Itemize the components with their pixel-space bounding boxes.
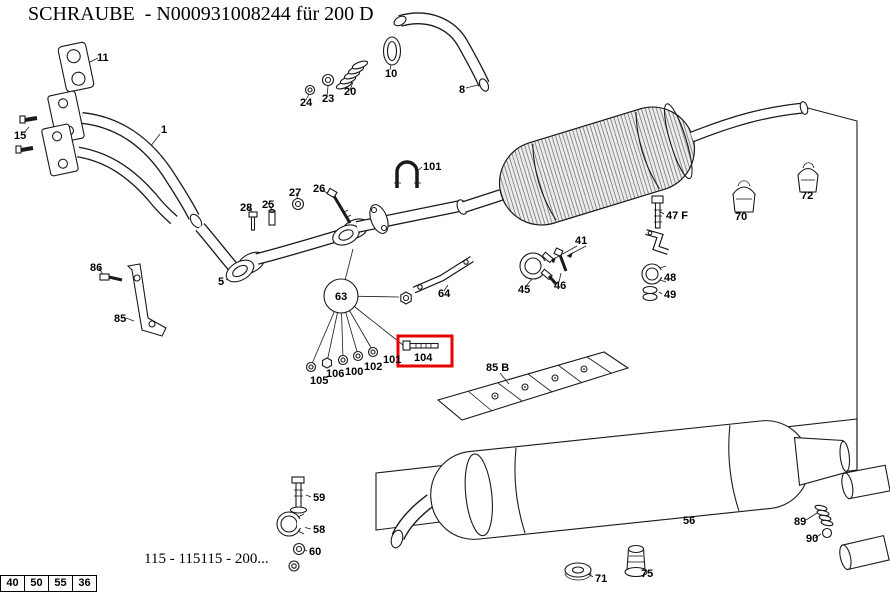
washer-24 [304, 84, 316, 96]
clamp-45 [519, 251, 558, 285]
rear-muffler-56 [390, 420, 851, 549]
part-label-58[interactable]: 58 [313, 524, 325, 536]
part-label-8[interactable]: 8 [459, 84, 465, 96]
screw-104 [402, 340, 439, 351]
group-cell-3: 55 [48, 575, 73, 592]
part-label-106[interactable]: 106 [326, 368, 344, 380]
part-label-75[interactable]: 75 [641, 568, 653, 580]
ring-10 [382, 36, 402, 66]
part-label-47F[interactable]: 47 F [666, 210, 688, 222]
part-label-23[interactable]: 23 [322, 93, 334, 105]
center-muffler [462, 101, 809, 226]
bolt-28 [248, 211, 258, 231]
washer-102 [352, 350, 364, 362]
washer-100 [337, 354, 349, 366]
part-label-71[interactable]: 71 [595, 573, 607, 585]
part-label-60[interactable]: 60 [309, 546, 321, 558]
bracket-85 [126, 263, 167, 337]
part-label-100[interactable]: 100 [345, 366, 363, 378]
washer-23 [321, 73, 335, 87]
nut-61 [400, 291, 412, 305]
part-label-63[interactable]: 63 [335, 291, 347, 303]
part-label-86[interactable]: 86 [90, 262, 102, 274]
front-pipe-1 [41, 90, 203, 229]
part-label-89[interactable]: 89 [794, 516, 806, 528]
part-label-72[interactable]: 72 [801, 190, 813, 202]
part-label-105[interactable]: 105 [310, 375, 328, 387]
bracket-strap [645, 229, 669, 255]
part-label-28[interactable]: 28 [240, 202, 252, 214]
nut-106 [321, 357, 333, 369]
spacer-25 [268, 208, 276, 226]
tail-pipe-section-2 [839, 534, 890, 571]
rubber-mount-72 [797, 162, 819, 193]
bolt-26 [326, 187, 352, 224]
group-number-table: 40 50 55 36 [0, 575, 97, 592]
part-label-102[interactable]: 102 [364, 361, 382, 373]
washer-105 [305, 361, 317, 373]
part-label-85[interactable]: 85 [114, 313, 126, 325]
washer-27 [291, 197, 305, 211]
tail-pipe-section-1 [841, 464, 890, 500]
part-label-46[interactable]: 46 [554, 280, 566, 292]
heat-shield-85b [436, 351, 630, 421]
curved-pipe-8 [393, 12, 490, 92]
part-label-49[interactable]: 49 [664, 289, 676, 301]
bolt-47f [651, 195, 664, 229]
part-label-20[interactable]: 20 [344, 86, 356, 98]
part-label-104[interactable]: 104 [414, 352, 433, 364]
ring-60 [288, 542, 306, 572]
balloon-63-lines [310, 248, 404, 367]
studs-15 [15, 115, 38, 154]
spring-20 [335, 60, 369, 90]
spring-89 [814, 504, 834, 527]
part-label-26[interactable]: 26 [313, 183, 325, 195]
part-label-45[interactable]: 45 [518, 284, 530, 296]
part-label-101[interactable]: 101 [383, 354, 401, 366]
page-title: SCHRAUBE - N000931008244 für 200 D [28, 3, 374, 25]
leader-lines [23, 57, 822, 578]
bracket-64 [412, 256, 474, 294]
buffer-75 [624, 544, 648, 578]
model-code: 115 - 115115 - 200... [144, 551, 269, 567]
part-label-10[interactable]: 10 [385, 68, 397, 80]
clamp-48 [641, 263, 667, 285]
bolt-59 [289, 476, 308, 514]
u-bolt-101 [394, 160, 421, 188]
balloon-63 [323, 278, 359, 314]
part-label-56[interactable]: 56 [683, 515, 695, 527]
part-label-41[interactable]: 41 [575, 235, 587, 247]
bolt-86 [99, 273, 123, 282]
rubber-mount-70 [732, 180, 756, 213]
part-label-101[interactable]: 101 [423, 161, 441, 173]
group-cell-2: 50 [24, 575, 49, 592]
part-label-25[interactable]: 25 [262, 199, 274, 211]
part-label-90[interactable]: 90 [806, 533, 818, 545]
part-label-11[interactable]: 11 [97, 52, 109, 64]
part-label-1[interactable]: 1 [161, 124, 167, 136]
part-label-24[interactable]: 24 [300, 97, 313, 109]
group-cell-1: 40 [0, 575, 25, 592]
bolt-46 [553, 247, 568, 272]
washers-49 [642, 285, 658, 302]
nut-101b [367, 346, 379, 358]
part-label-48[interactable]: 48 [664, 272, 676, 284]
clamp-58 [276, 511, 305, 537]
part-label-70[interactable]: 70 [735, 211, 747, 223]
part-label-64[interactable]: 64 [438, 288, 451, 300]
part-label-27[interactable]: 27 [289, 187, 301, 199]
part-label-59[interactable]: 59 [313, 492, 325, 504]
part-labels: 11 15 1 24 23 20 10 8 101 28 25 27 26 5 86 85 63 64 45 46 41… [14, 52, 818, 585]
group-cell-4: 36 [72, 575, 97, 592]
gasket-11 [57, 41, 95, 93]
grommet-71 [564, 562, 592, 581]
part-label-15[interactable]: 15 [14, 130, 26, 142]
ball-90 [821, 527, 833, 539]
selected-part-highlight-box[interactable] [396, 334, 454, 368]
part-label-85B[interactable]: 85 B [486, 362, 509, 374]
part-label-5[interactable]: 5 [218, 276, 224, 288]
